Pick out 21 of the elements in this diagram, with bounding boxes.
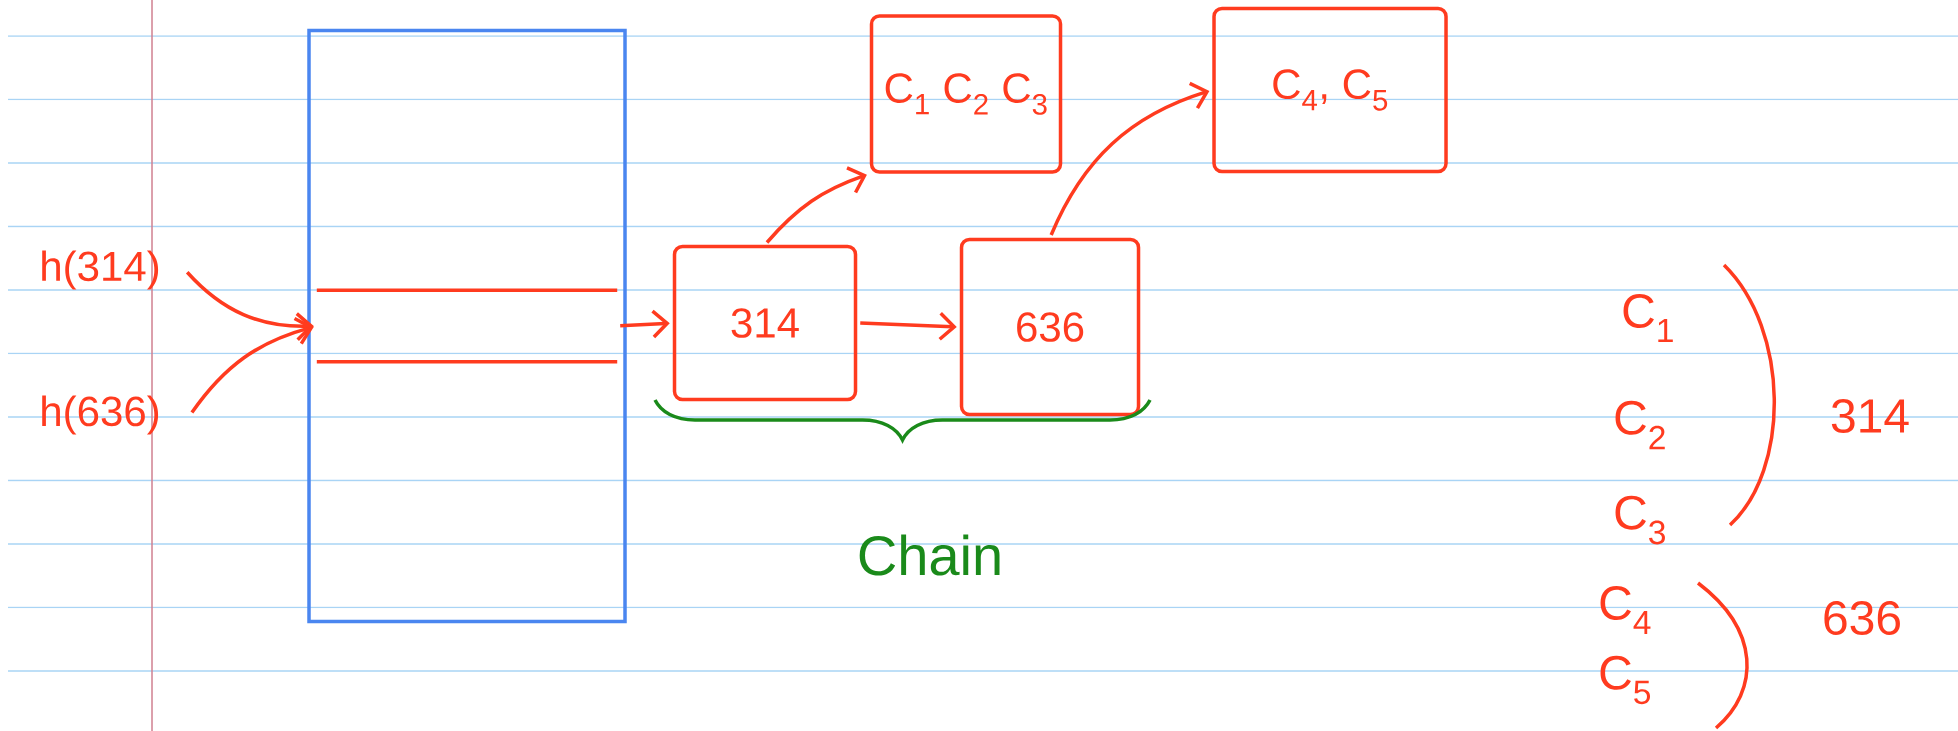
- list-text: C$_{5}$: [1600, 655, 1651, 705]
- arrow: [765, 166, 867, 244]
- group-text: 314: [1831, 399, 1909, 433]
- group-text: 636: [1824, 601, 1900, 635]
- list-text: C$_{4}$: [1600, 586, 1651, 635]
- hash-call-text: h(314): [42, 250, 159, 290]
- table-slot: [316, 288, 618, 364]
- arrow: [1049, 81, 1210, 236]
- collision-list-box: C$_{1}$ C$_{2}$ C$_{3}$: [869, 14, 1063, 174]
- arrow: [860, 312, 957, 341]
- list-text: C$_{2}$: [1615, 400, 1665, 450]
- hash-table-box: [307, 28, 627, 624]
- list-text: C$_{1}$: [1623, 293, 1673, 343]
- hash-call-text: h(636): [42, 395, 159, 435]
- arrow: [190, 317, 314, 414]
- brace-label: Chain: [859, 534, 1000, 576]
- collision-list-box: C$_{4}$, C$_{5}$: [1212, 6, 1448, 174]
- chain-item-box: 636: [959, 237, 1141, 417]
- arrow: [185, 271, 314, 341]
- list-text: C$_{3}$: [1615, 495, 1665, 545]
- chain-item-box: 314: [672, 244, 858, 402]
